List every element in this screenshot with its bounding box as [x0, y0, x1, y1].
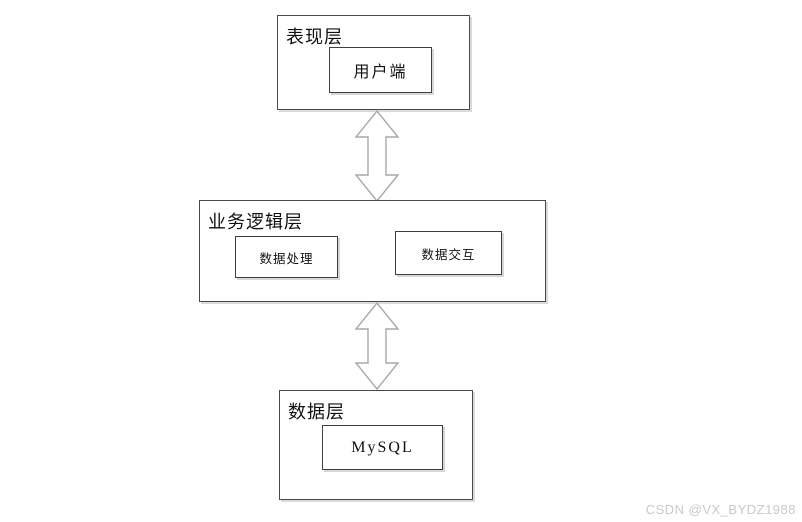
node-label-data-processing: 数据处理: [259, 251, 314, 266]
double-arrow-presentation-business-icon: [354, 109, 400, 203]
csdn-watermark: CSDN @VX_BYDZ1988: [645, 502, 796, 517]
layer-box-presentation: 表现层: [277, 15, 470, 110]
node-user-client: 用户端: [329, 47, 432, 93]
node-data-processing: 数据处理: [235, 236, 338, 278]
node-label-data-interaction: 数据交互: [421, 247, 476, 262]
node-label-user-client: 用户端: [353, 64, 408, 81]
layer-label-presentation: 表现层: [286, 27, 343, 47]
node-data-interaction: 数据交互: [395, 231, 502, 275]
layer-label-data: 数据层: [288, 402, 345, 422]
layer-label-business-logic: 业务逻辑层: [208, 212, 303, 232]
node-label-mysql: MySQL: [351, 438, 414, 456]
node-mysql: MySQL: [322, 425, 443, 470]
double-arrow-business-data-icon: [354, 301, 400, 391]
